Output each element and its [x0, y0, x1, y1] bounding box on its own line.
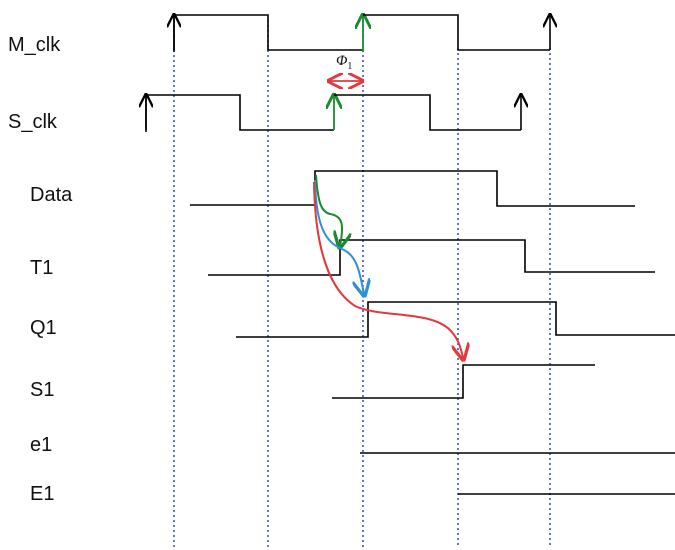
guide-lines	[173, 20, 551, 548]
data-to-s1-arrow	[313, 181, 463, 358]
e1-label: e1	[30, 434, 52, 456]
t1-label: T1	[30, 257, 53, 279]
phi-subscript: 1	[347, 61, 352, 72]
data-label: Data	[30, 184, 73, 206]
q1-label: Q1	[30, 317, 57, 339]
data-to-q1-arrow	[314, 179, 364, 294]
s-clk-waveform	[146, 95, 521, 132]
q1-waveform	[236, 301, 675, 338]
E1-label: E1	[30, 483, 54, 505]
s1-label: S1	[30, 379, 54, 401]
m-clk-label: M_clk	[8, 34, 61, 56]
data-to-t1-arrow	[315, 174, 342, 246]
t1-waveform	[208, 239, 655, 276]
s-clk-label: S_clk	[8, 111, 58, 133]
phi-symbol: Φ	[336, 53, 348, 69]
m-clk-waveform	[174, 15, 550, 52]
phase-offset-marker: Φ1	[330, 53, 361, 81]
data-waveform	[190, 170, 635, 207]
s1-waveform	[332, 364, 595, 399]
phi-label: Φ1	[336, 53, 352, 72]
